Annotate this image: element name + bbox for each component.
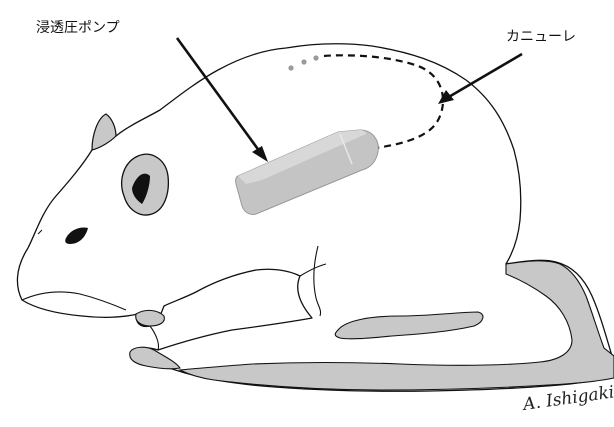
rat-body-outline [17, 44, 614, 391]
pump-label: 浸透圧ポンプ [36, 20, 120, 36]
cannula-label: カニューレ [506, 29, 576, 45]
cannula-dot-1 [288, 65, 293, 70]
cannula-dot-3 [313, 55, 318, 60]
front-leg-line [150, 326, 159, 350]
front-foot [136, 310, 165, 326]
cannula-dot-2 [301, 59, 306, 64]
